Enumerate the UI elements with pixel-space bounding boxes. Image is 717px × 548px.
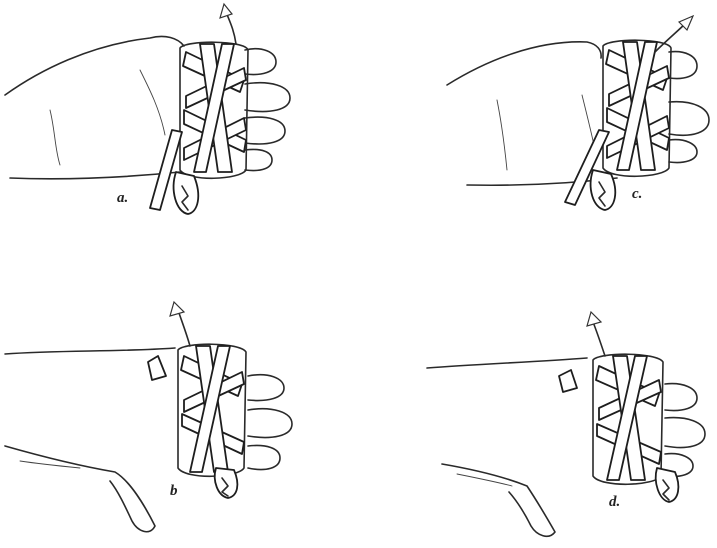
panel-label-a: a. [117,190,128,207]
hand-illustration-b [0,296,330,548]
panel-label-b: b [170,483,178,500]
panel-label-d: d. [609,494,620,511]
panel-b: b [0,296,330,548]
panel-a: a. [0,0,330,240]
hand-illustration-d [387,296,717,548]
panel-label-c: c. [632,186,642,203]
hand-illustration-a [0,0,330,240]
hand-illustration-c [387,0,717,240]
panel-c: c. [387,0,717,240]
panel-d: d. [387,296,717,548]
